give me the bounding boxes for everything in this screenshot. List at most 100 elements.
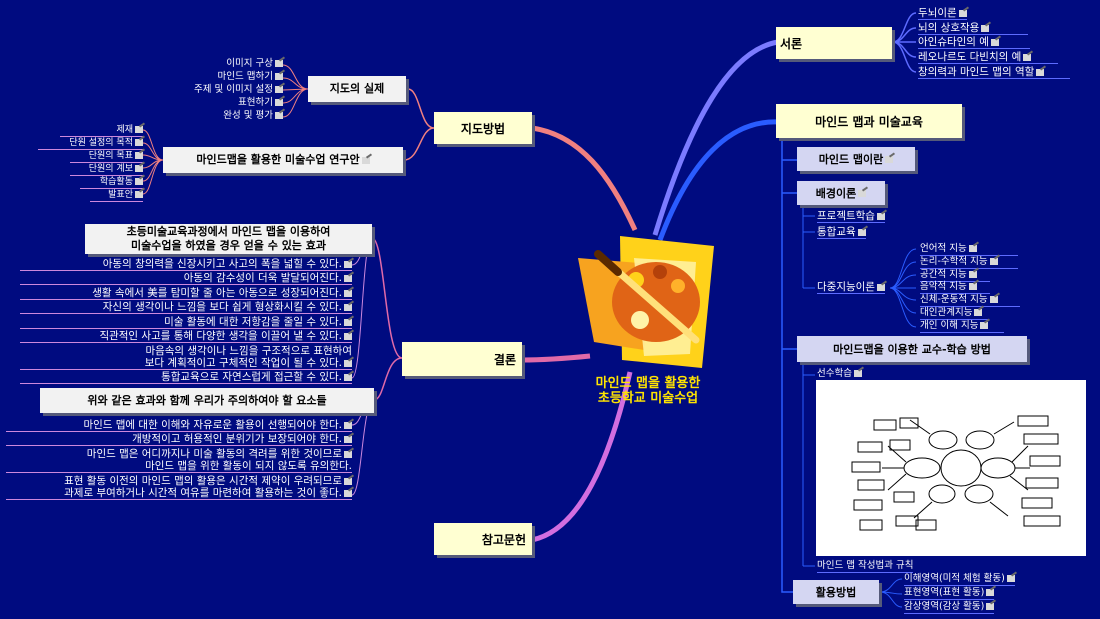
plan-item[interactable]: 발표안 bbox=[90, 189, 143, 202]
plan-item[interactable]: 단원의 목표 bbox=[70, 150, 143, 163]
central-topic[interactable]: 마인드 맵을 활용한 초등학교 미술수업 bbox=[595, 376, 701, 406]
caution-item[interactable]: 마인드 맵에 대한 이해와 자유로운 활용이 선행되어야 한다. bbox=[6, 419, 352, 432]
intelligence-item[interactable]: 공간적 지능 bbox=[920, 269, 990, 282]
note-icon bbox=[275, 86, 283, 93]
effect-item[interactable]: 보다 계획적이고 구체적인 작업이 될 수 있다. bbox=[20, 357, 352, 370]
node-research-plan[interactable]: 마인드맵을 활용한 미술수업 연구안 bbox=[163, 147, 403, 173]
note-icon bbox=[344, 373, 352, 381]
note-icon bbox=[344, 303, 352, 311]
mindmap-rules-item[interactable]: 마인드 맵 작성법과 규칙 bbox=[817, 560, 914, 573]
intro-item[interactable]: 창의력과 마인드 맵의 역할 bbox=[918, 66, 1070, 79]
plan-item[interactable]: 단원 설정의 목적 bbox=[38, 137, 143, 150]
intelligence-item[interactable]: 대인관계지능 bbox=[920, 307, 988, 320]
note-icon bbox=[853, 370, 862, 377]
usage-item[interactable]: 이해영역(미적 체험 활동) bbox=[904, 573, 1015, 586]
note-icon bbox=[135, 139, 143, 146]
note-icon bbox=[135, 178, 143, 185]
effect-item[interactable]: 통합교육으로 자연스럽게 접근할 수 있다. bbox=[20, 371, 352, 384]
note-icon bbox=[1006, 575, 1015, 582]
note-icon bbox=[876, 212, 885, 220]
note-icon bbox=[135, 152, 143, 159]
intelligence-item[interactable]: 논리-수학적 지능 bbox=[920, 256, 1018, 269]
note-icon bbox=[275, 60, 283, 67]
note-icon bbox=[974, 309, 983, 316]
usage-item[interactable]: 감상영역(감상 활동) bbox=[904, 601, 995, 614]
note-icon bbox=[275, 99, 283, 106]
teaching-actual-item[interactable]: 이미지 구상 bbox=[195, 58, 283, 70]
usage-item[interactable]: 표현영역(표현 활동) bbox=[904, 587, 995, 600]
note-icon bbox=[344, 332, 352, 340]
note-icon bbox=[344, 435, 352, 443]
intro-item[interactable]: 뇌의 상호작용 bbox=[918, 22, 1028, 35]
intelligence-item[interactable]: 개인 이해 지능 bbox=[920, 320, 1004, 333]
intelligence-item[interactable]: 음악적 지능 bbox=[920, 281, 990, 294]
intelligence-item[interactable]: 언어적 지능 bbox=[920, 243, 1018, 256]
note-icon bbox=[344, 289, 352, 297]
node-usage-method[interactable]: 활용방법 bbox=[793, 580, 879, 604]
note-icon bbox=[1023, 53, 1032, 61]
note-icon bbox=[1036, 68, 1045, 76]
node-effects[interactable]: 초등미술교육과정에서 마인드 맵을 이용하여 미술수업을 하였을 경우 얻을 수… bbox=[85, 224, 372, 254]
note-icon bbox=[968, 271, 977, 278]
note-icon bbox=[275, 112, 283, 119]
teaching-actual-item[interactable]: 주제 및 이미지 설정 bbox=[163, 84, 283, 96]
intro-item[interactable]: 레오나르도 다빈치의 예 bbox=[918, 51, 1058, 64]
note-icon bbox=[885, 155, 894, 163]
caution-item[interactable]: 과제로 부여하거나 시간적 여유를 마련하여 활용하는 것이 좋다. bbox=[6, 487, 352, 500]
note-icon bbox=[990, 38, 999, 46]
effect-item[interactable]: 자신의 생각이나 느낌을 보다 쉽게 형상화시킬 수 있다. bbox=[20, 301, 352, 314]
note-icon bbox=[135, 191, 143, 198]
node-teaching-method[interactable]: 마인드맵을 이용한 교수-학습 방법 bbox=[797, 336, 1027, 362]
teaching-actual-item[interactable]: 완성 및 평가 bbox=[185, 110, 283, 122]
node-intro[interactable]: 서론 bbox=[776, 27, 892, 59]
mindmap-example-image bbox=[816, 380, 1086, 556]
node-mindmap-education[interactable]: 마인드 맵과 미술교육 bbox=[776, 104, 962, 138]
note-icon bbox=[344, 450, 352, 458]
plan-item[interactable]: 학습활동 bbox=[80, 176, 143, 189]
effect-item[interactable]: 미술 활동에 대한 저항감을 줄일 수 있다. bbox=[20, 316, 352, 329]
note-icon bbox=[857, 228, 866, 236]
note-icon bbox=[344, 359, 352, 367]
effect-item[interactable]: 아동의 감수성이 더욱 발달되어진다. bbox=[20, 272, 352, 285]
node-teaching[interactable]: 지도방법 bbox=[434, 112, 532, 144]
intro-item[interactable]: 두뇌이론 bbox=[918, 7, 967, 20]
node-conclusion[interactable]: 결론 bbox=[402, 342, 522, 376]
effect-item[interactable]: 직관적인 사고를 통해 다양한 생각을 이끌어 낼 수 있다. bbox=[20, 330, 352, 343]
note-icon bbox=[344, 274, 352, 282]
effect-item[interactable]: 마음속의 생각이나 느낌을 구조적으로 표현하여 bbox=[145, 345, 352, 357]
caution-item[interactable]: 표현 활동 이전의 마인드 맵의 활용은 시간적 제약이 우려되므로 bbox=[6, 475, 352, 487]
note-icon bbox=[968, 245, 977, 252]
teaching-actual-item[interactable]: 마인드 맵하기 bbox=[185, 71, 283, 83]
caution-item[interactable]: 마인드 맵을 위한 활동이 되지 않도록 유의한다. bbox=[6, 460, 352, 473]
note-icon bbox=[989, 296, 998, 303]
plan-item[interactable]: 제재 bbox=[60, 124, 143, 137]
note-icon bbox=[275, 73, 283, 80]
note-icon bbox=[981, 24, 990, 32]
node-what-is-mindmap[interactable]: 마인드 맵이란 bbox=[797, 147, 915, 171]
intelligence-item[interactable]: 신체-운동적 지능 bbox=[920, 294, 1020, 307]
note-icon bbox=[986, 589, 995, 596]
note-icon bbox=[344, 260, 352, 268]
node-background-theory[interactable]: 배경이론 bbox=[797, 181, 885, 205]
note-icon bbox=[344, 318, 352, 326]
node-references[interactable]: 참고문헌 bbox=[434, 523, 532, 555]
teaching-actual-item[interactable]: 표현하기 bbox=[195, 97, 283, 109]
note-icon bbox=[135, 165, 143, 172]
multiple-intelligence-node[interactable]: 다중지능이론 bbox=[817, 281, 885, 294]
note-icon bbox=[344, 421, 352, 429]
effect-item[interactable]: 생활 속에서 美를 탐미할 줄 아는 아동으로 성장되어진다. bbox=[20, 287, 352, 300]
background-item[interactable]: 프로젝트학습 bbox=[817, 210, 885, 223]
note-icon bbox=[980, 322, 989, 329]
plan-item[interactable]: 단원의 계보 bbox=[70, 163, 143, 176]
note-icon bbox=[986, 603, 995, 610]
caution-item[interactable]: 개방적이고 허용적인 분위기가 보장되어야 한다. bbox=[6, 433, 352, 446]
node-cautions[interactable]: 위와 같은 효과와 함께 우리가 주의하여야 할 요소들 bbox=[40, 388, 374, 413]
background-item[interactable]: 통합교육 bbox=[817, 226, 866, 239]
caution-item[interactable]: 마인드 맵은 어디까지나 미술 활동의 격려를 위한 것이므로 bbox=[6, 448, 352, 460]
note-icon bbox=[968, 283, 977, 290]
intro-item[interactable]: 아인슈타인의 예 bbox=[918, 36, 1030, 49]
node-teaching-actual[interactable]: 지도의 실제 bbox=[308, 76, 406, 102]
note-icon bbox=[876, 283, 885, 291]
palette-illustration bbox=[578, 236, 714, 368]
effect-item[interactable]: 아동의 창의력을 신장시키고 사고의 폭을 넓힐 수 있다. bbox=[20, 258, 352, 271]
